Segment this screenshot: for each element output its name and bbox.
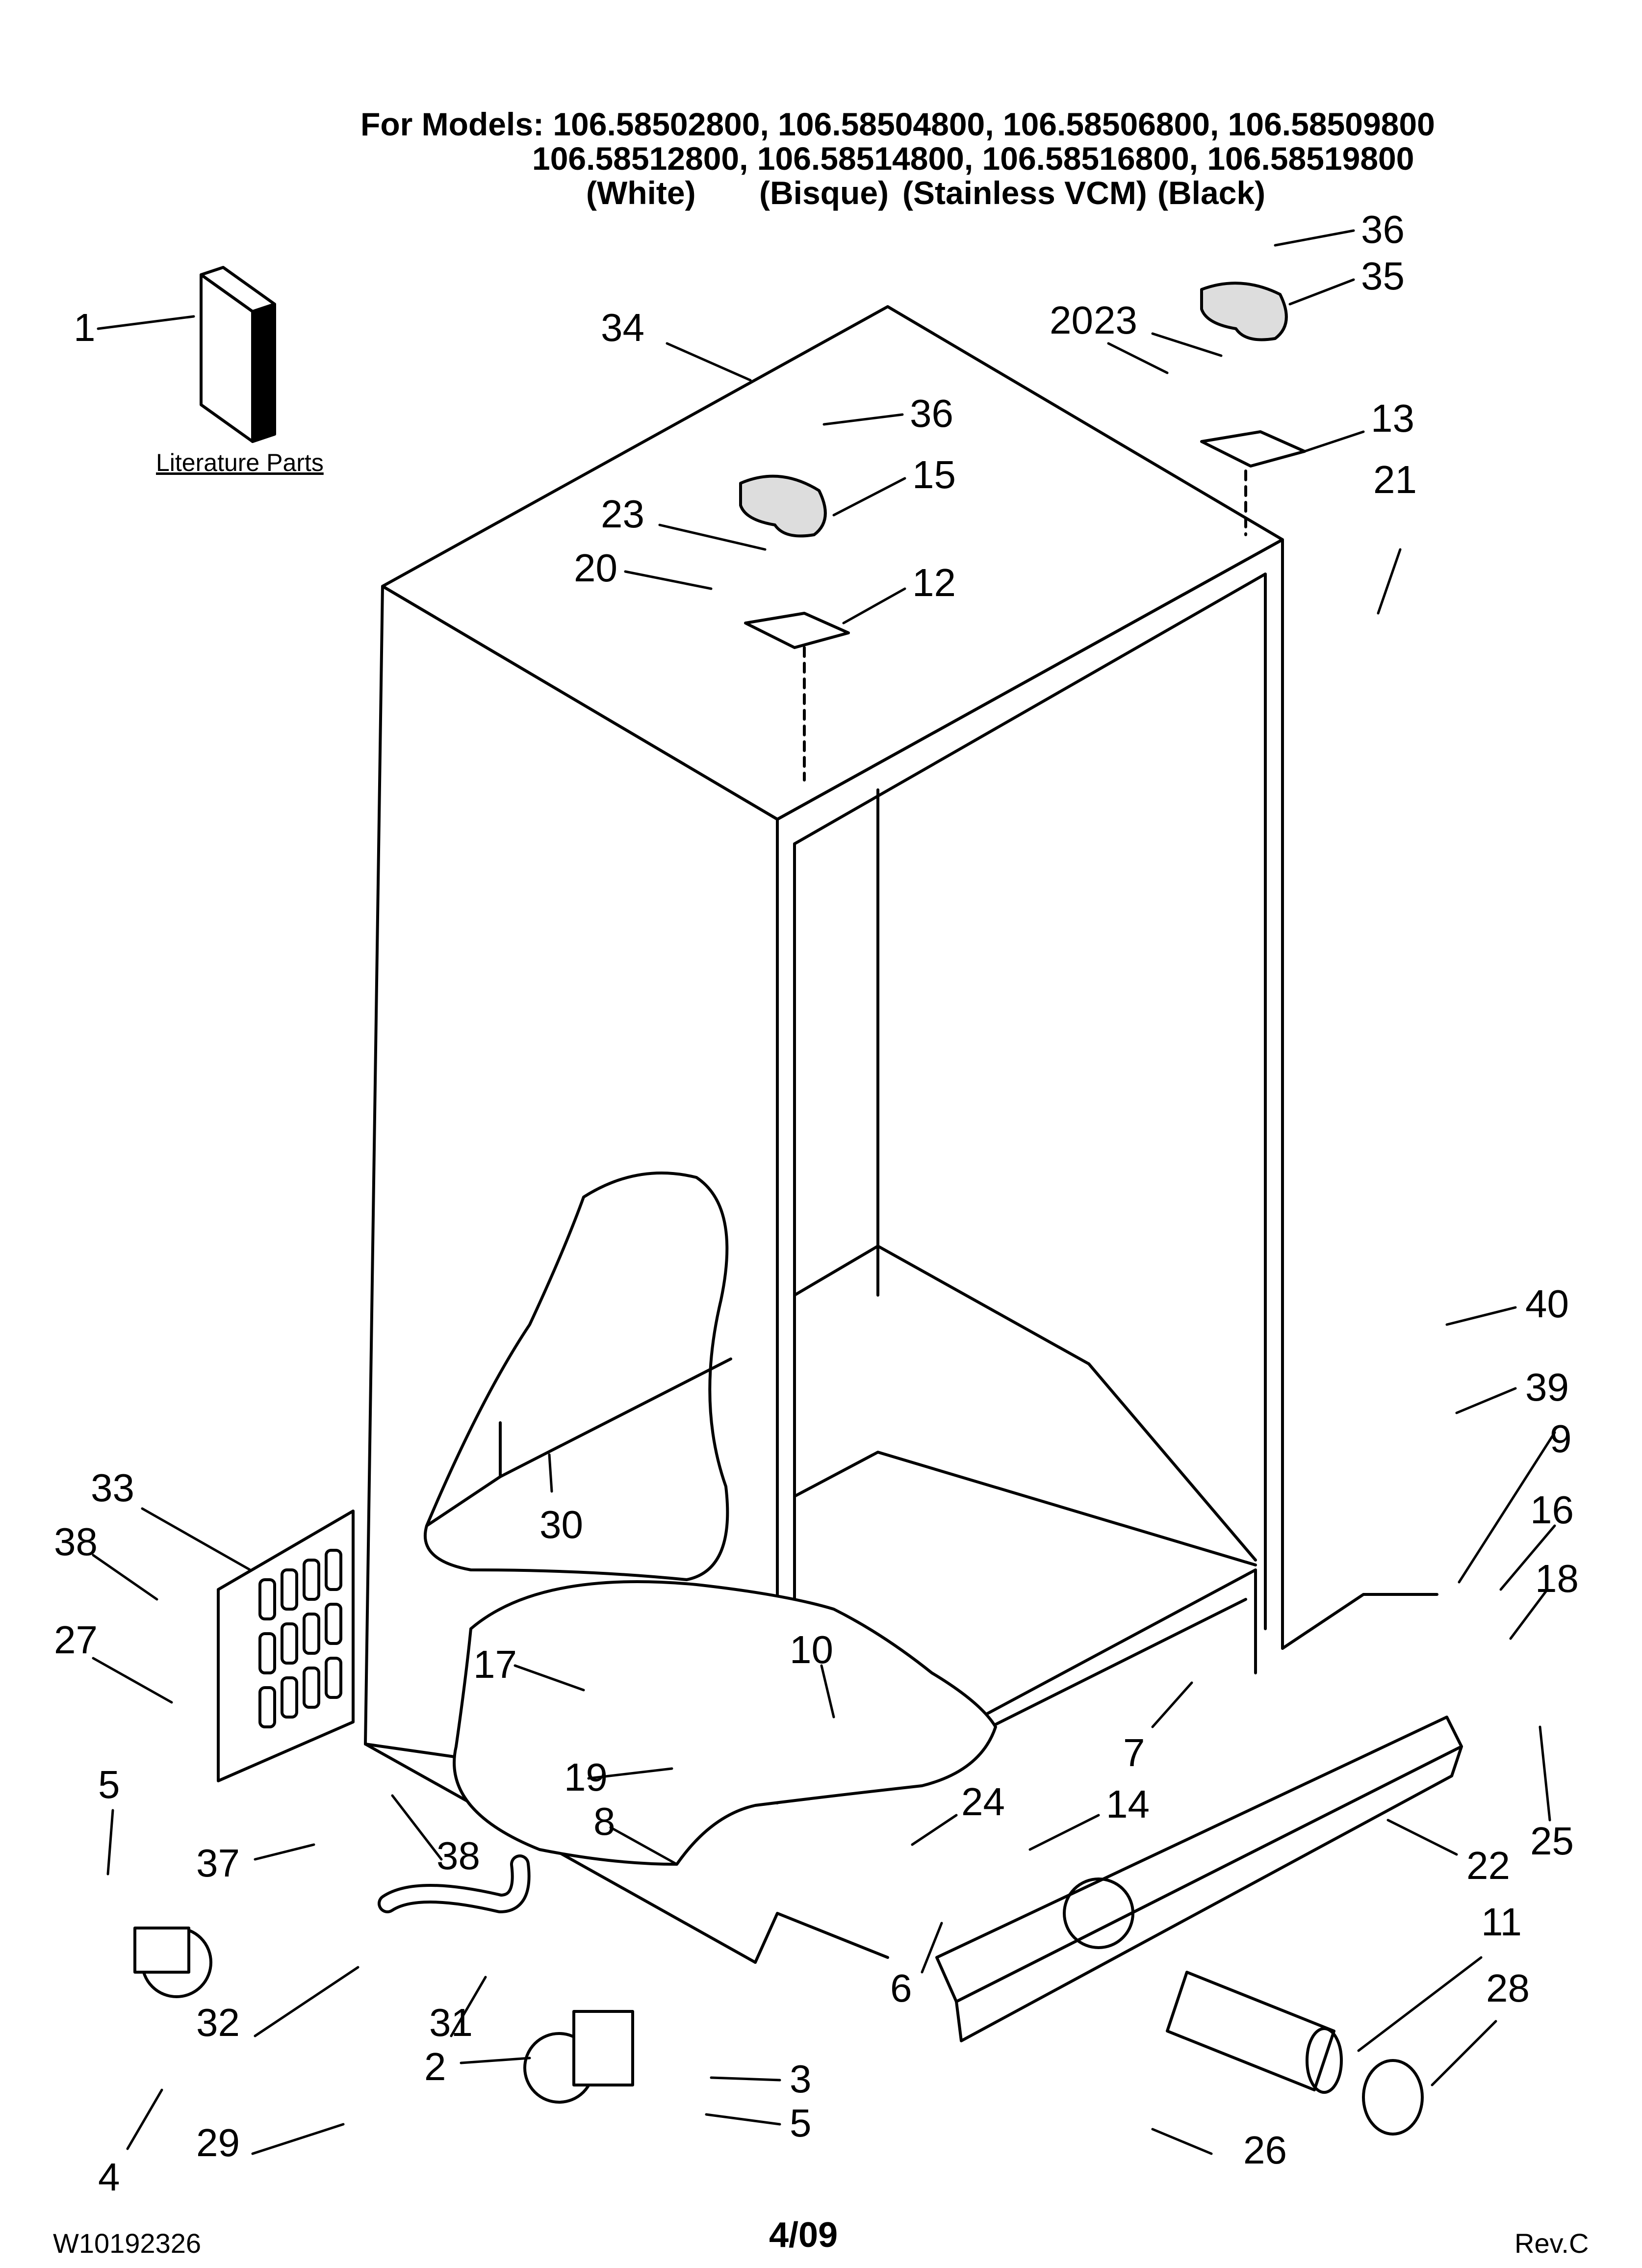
callout-18: 18 bbox=[1535, 1557, 1579, 1600]
callout-38-bottom: 38 bbox=[436, 1834, 480, 1877]
callout-3: 3 bbox=[790, 2057, 812, 2101]
color-bisque: (Bisque) bbox=[759, 175, 889, 211]
models-label: For Models: bbox=[360, 106, 544, 142]
callout-27: 27 bbox=[54, 1618, 98, 1662]
callout-40: 40 bbox=[1525, 1282, 1569, 1326]
callout-8: 8 bbox=[593, 1799, 616, 1843]
callout-30: 30 bbox=[539, 1503, 583, 1546]
callout-9: 9 bbox=[1550, 1417, 1572, 1460]
callout-32: 32 bbox=[196, 2001, 240, 2044]
literature-booklet-icon bbox=[200, 266, 276, 443]
callout-20-right: 20 bbox=[1050, 298, 1093, 342]
top-hinge-right bbox=[1200, 282, 1306, 536]
callout-16: 16 bbox=[1530, 1488, 1574, 1532]
models-row2: 106.58512800, 106.58514800, 106.58516800… bbox=[532, 140, 1414, 177]
callout-20-left: 20 bbox=[574, 546, 617, 590]
callout-7: 7 bbox=[1123, 1731, 1145, 1774]
models-header-row1: For Models: 106.58502800, 106.58504800, … bbox=[360, 105, 1435, 143]
callout-leaders bbox=[92, 229, 1556, 2155]
callout-11: 11 bbox=[1481, 1900, 1522, 1944]
callout-5-left: 5 bbox=[98, 1763, 120, 1806]
callout-19: 19 bbox=[564, 1755, 608, 1799]
callout-numbers: 1 34 36 35 23 20 13 21 36 15 23 20 12 40… bbox=[54, 208, 1579, 2199]
callout-22: 22 bbox=[1466, 1844, 1510, 1887]
callout-28: 28 bbox=[1486, 1966, 1530, 2010]
document-number: W10192326 bbox=[53, 2228, 202, 2259]
front-roller-part bbox=[133, 1927, 212, 1998]
callout-39: 39 bbox=[1525, 1365, 1569, 1409]
callout-36-right: 36 bbox=[1361, 208, 1405, 251]
callout-34: 34 bbox=[601, 306, 644, 349]
water-filter-part bbox=[1166, 1971, 1343, 2094]
models-row1: 106.58502800, 106.58504800, 106.58506800… bbox=[553, 106, 1435, 142]
page-number: 4/09 bbox=[769, 2216, 838, 2255]
callout-15: 15 bbox=[912, 453, 956, 496]
rear-grille-part bbox=[217, 1510, 355, 1782]
callout-17: 17 bbox=[473, 1642, 517, 1686]
cutaway-ice-area bbox=[423, 1172, 732, 1581]
callout-38-left: 38 bbox=[54, 1520, 98, 1564]
cutaway-base-area bbox=[453, 1580, 997, 1866]
callout-21: 21 bbox=[1373, 458, 1417, 501]
callout-4: 4 bbox=[98, 2155, 120, 2199]
callout-36-left: 36 bbox=[910, 391, 953, 435]
callout-23-right: 23 bbox=[1094, 298, 1137, 342]
color-black: (Black) bbox=[1157, 175, 1266, 211]
color-white: (White) bbox=[586, 175, 696, 211]
callout-10: 10 bbox=[790, 1628, 833, 1671]
drain-tube-part bbox=[378, 1854, 531, 1913]
front-toe-grille-part bbox=[935, 1716, 1463, 2042]
callout-6: 6 bbox=[890, 1966, 912, 2010]
callout-31: 31 bbox=[429, 2001, 473, 2044]
callout-13: 13 bbox=[1371, 396, 1414, 440]
callout-37: 37 bbox=[196, 1841, 240, 1885]
top-hinge-left bbox=[739, 474, 850, 782]
callout-14: 14 bbox=[1106, 1782, 1150, 1826]
callout-5-bottom: 5 bbox=[790, 2101, 812, 2145]
callout-2: 2 bbox=[424, 2045, 446, 2088]
callout-29: 29 bbox=[196, 2121, 240, 2164]
filter-cap-part bbox=[1362, 2059, 1424, 2136]
callout-23-left: 23 bbox=[601, 492, 644, 536]
revision-label: Rev.C bbox=[1514, 2228, 1589, 2259]
callout-35: 35 bbox=[1361, 254, 1405, 298]
callout-1: 1 bbox=[74, 306, 96, 349]
literature-parts-label: Literature Parts bbox=[156, 449, 324, 476]
callout-33: 33 bbox=[91, 1466, 134, 1510]
callout-25: 25 bbox=[1530, 1819, 1574, 1863]
rear-hinge-bracket-part bbox=[523, 2010, 634, 2104]
callout-12: 12 bbox=[912, 561, 956, 604]
callout-26: 26 bbox=[1243, 2128, 1287, 2172]
color-stainless: (Stainless VCM) bbox=[902, 175, 1147, 211]
callout-24: 24 bbox=[961, 1780, 1005, 1824]
